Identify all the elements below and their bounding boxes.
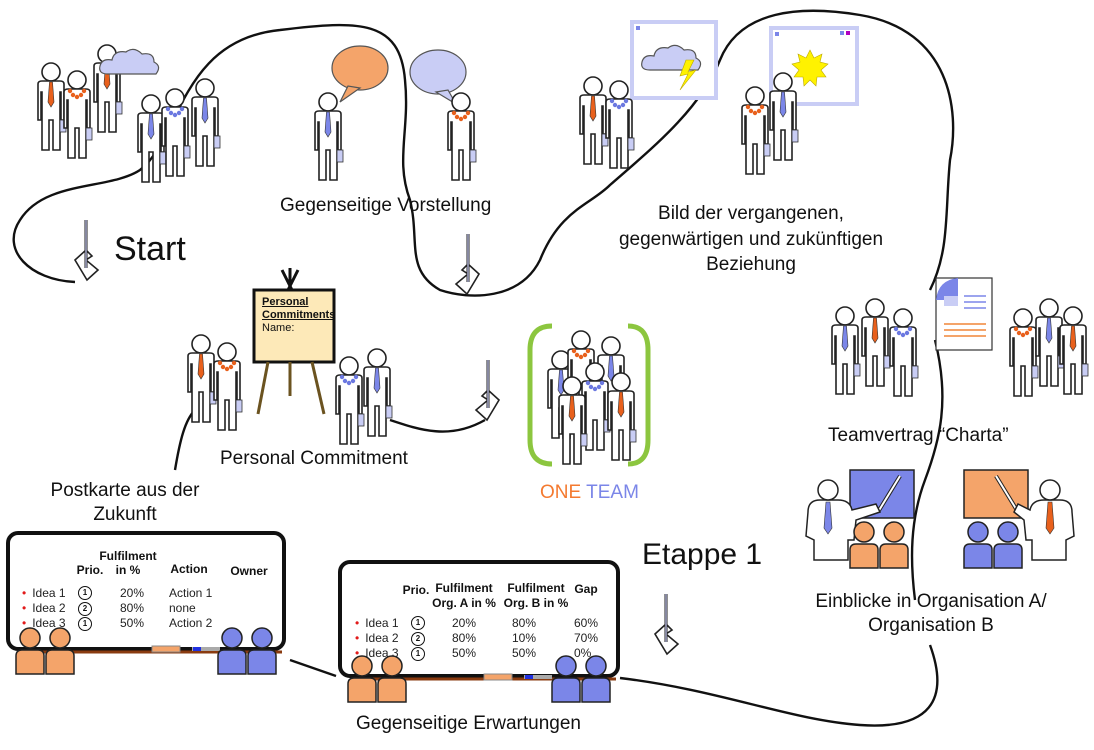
- postcard-header-action: Action: [170, 562, 208, 576]
- expectations-header-orga-1: Fulfilment: [435, 581, 493, 595]
- postcard-header-fulfilment-1: Fulfilment: [99, 549, 157, 563]
- expectations-header-orgb-2: Org. B in %: [503, 596, 569, 610]
- insights-label-1: Einblicke in Organisation A/: [815, 591, 1047, 612]
- expectations-row-2-orgb: 10%: [512, 631, 537, 645]
- postcard-row-2-fulfilment: 80%: [120, 601, 145, 615]
- mutual-expectations-label: Gegenseitige Erwartungen: [356, 713, 581, 734]
- expectations-row-1-prio: 1: [411, 616, 425, 630]
- postcard-row-1-action: Action 1: [169, 586, 213, 600]
- journey-path: [12, 9, 955, 297]
- team-contract-group: [831, 277, 1089, 397]
- introduction-label: Gegenseitige Vorstellung: [280, 195, 492, 216]
- expectations-header-orga-2: Org. A in %: [432, 596, 496, 610]
- postcard-header-owner: Owner: [230, 564, 268, 578]
- milestone-flag-icon: [653, 592, 680, 656]
- start-label: Start: [114, 230, 186, 268]
- easel-name-label: Name:: [262, 322, 295, 334]
- expectations-board: [338, 560, 620, 703]
- postcard-row-3-idea: •Idea 3: [22, 616, 66, 630]
- postcard-row-2-action: none: [169, 601, 196, 615]
- expectations-row-3-orga: 50%: [452, 646, 477, 660]
- expectations-row-3-gap: 0%: [574, 646, 592, 660]
- personal-commitment-group: [187, 268, 393, 445]
- journey-path-6: [389, 418, 486, 433]
- expectations-header-prio: Prio.: [402, 583, 430, 597]
- relationship-label-3: Beziehung: [706, 254, 796, 275]
- start-group: [37, 44, 221, 183]
- postcard-header-prio: Prio.: [76, 563, 104, 577]
- team-contract-label: Teamvertrag “Charta”: [828, 425, 1009, 446]
- postcard-row-1-idea: •Idea 1: [22, 586, 66, 600]
- easel-title-line1: Personal: [262, 296, 309, 308]
- postcard-row-3-action: Action 2: [169, 616, 213, 630]
- expectations-row-1-idea: •Idea 1: [355, 616, 399, 630]
- milestone-label: Etappe 1: [642, 538, 763, 571]
- journey-path-2: [910, 339, 944, 601]
- one-team-label: ONE TEAM: [540, 481, 639, 504]
- personal-commitment-label: Personal Commitment: [220, 448, 408, 469]
- postcard-row-1-fulfilment: 20%: [120, 586, 145, 600]
- postcard-row-2-idea: •Idea 2: [22, 601, 66, 615]
- expectations-row-1-orgb: 80%: [512, 616, 537, 630]
- expectations-header-gap: Gap: [574, 582, 598, 596]
- introduction-flag-icon: [454, 232, 481, 296]
- commitment-flag-icon: [474, 358, 501, 422]
- postcard-row-3-prio: 1: [78, 617, 92, 631]
- relationship-label-2: gegenwärtigen und zukünftigen: [618, 229, 884, 250]
- journey-path-4: [289, 658, 337, 678]
- expectations-header-orgb-1: Fulfilment: [507, 581, 565, 595]
- expectations-row-2-prio: 2: [411, 632, 425, 646]
- insights-group: [805, 469, 1075, 569]
- one-team-group: [527, 323, 651, 467]
- postcard-row-2-prio: 2: [78, 602, 92, 616]
- expectations-row-3-idea: •Idea 3: [355, 646, 399, 660]
- team-word: TEAM: [586, 482, 639, 503]
- expectations-row-2-orga: 80%: [452, 631, 477, 645]
- postcard-row-3-fulfilment: 50%: [120, 616, 145, 630]
- expectations-row-1-orga: 20%: [452, 616, 477, 630]
- introduction-group: [314, 45, 477, 181]
- postcard-label-2: Zukunft: [93, 504, 157, 525]
- expectations-row-2-gap: 70%: [574, 631, 599, 645]
- expectations-row-2-idea: •Idea 2: [355, 631, 399, 645]
- postcard-row-1-prio: 1: [78, 586, 92, 600]
- expectations-row-1-gap: 60%: [574, 616, 599, 630]
- relationship-group: [579, 20, 859, 175]
- one-word: ONE: [540, 482, 582, 503]
- journey-path-3: [619, 644, 939, 727]
- postcard-header-fulfilment-2: in %: [115, 563, 141, 577]
- easel-title: Personal Commitments Name:: [262, 296, 335, 335]
- start-flag-icon: [73, 218, 100, 282]
- postcard-label-1: Postkarte aus der: [50, 480, 200, 501]
- expectations-row-3-prio: 1: [411, 647, 425, 661]
- expectations-row-3-orgb: 50%: [512, 646, 537, 660]
- postcard-board: [6, 531, 286, 675]
- insights-label-2: Organisation B: [868, 615, 994, 636]
- relationship-label-1: Bild der vergangenen,: [658, 203, 844, 224]
- easel-title-line2: Commitments: [262, 309, 336, 321]
